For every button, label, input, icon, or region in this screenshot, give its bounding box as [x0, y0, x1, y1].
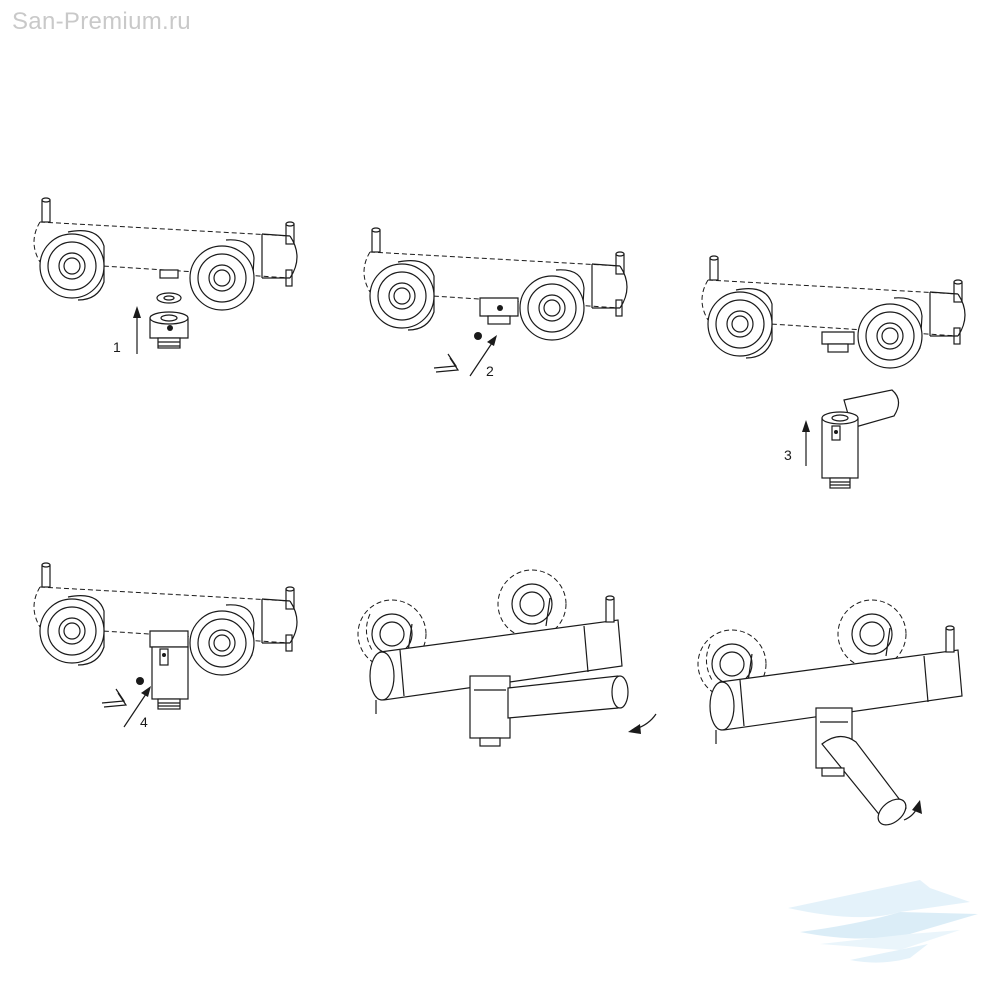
step-4-label: 4: [140, 714, 148, 730]
san-premium-logo-icon: [788, 880, 978, 963]
arrow-diagonal-icon: [123, 686, 151, 728]
step-3-label: 3: [784, 447, 792, 463]
grub-screw-icon: [474, 332, 482, 340]
step-1-panel: 1: [33, 197, 298, 355]
allen-key-icon: [433, 353, 460, 373]
step-3-panel: [701, 255, 966, 369]
arrow-up-icon: [802, 420, 810, 466]
spout-rotated: [815, 707, 922, 826]
step-1-label: 1: [113, 339, 121, 355]
arrow-diagonal-icon: [469, 335, 497, 377]
watermark-text: San-Premium.ru: [12, 8, 191, 35]
arrow-up-icon: [133, 306, 141, 354]
grub-screw-icon: [136, 677, 144, 685]
step-5-panel: [357, 569, 657, 747]
spout-unit: 3: [784, 389, 900, 489]
allen-key-icon: [101, 688, 128, 708]
step-2-label: 2: [486, 363, 494, 379]
rotate-arrow-icon: [903, 800, 922, 821]
step-2-panel: 2: [363, 227, 628, 379]
step-4-panel: 4: [33, 562, 298, 730]
rotate-arrow-icon: [628, 713, 657, 734]
